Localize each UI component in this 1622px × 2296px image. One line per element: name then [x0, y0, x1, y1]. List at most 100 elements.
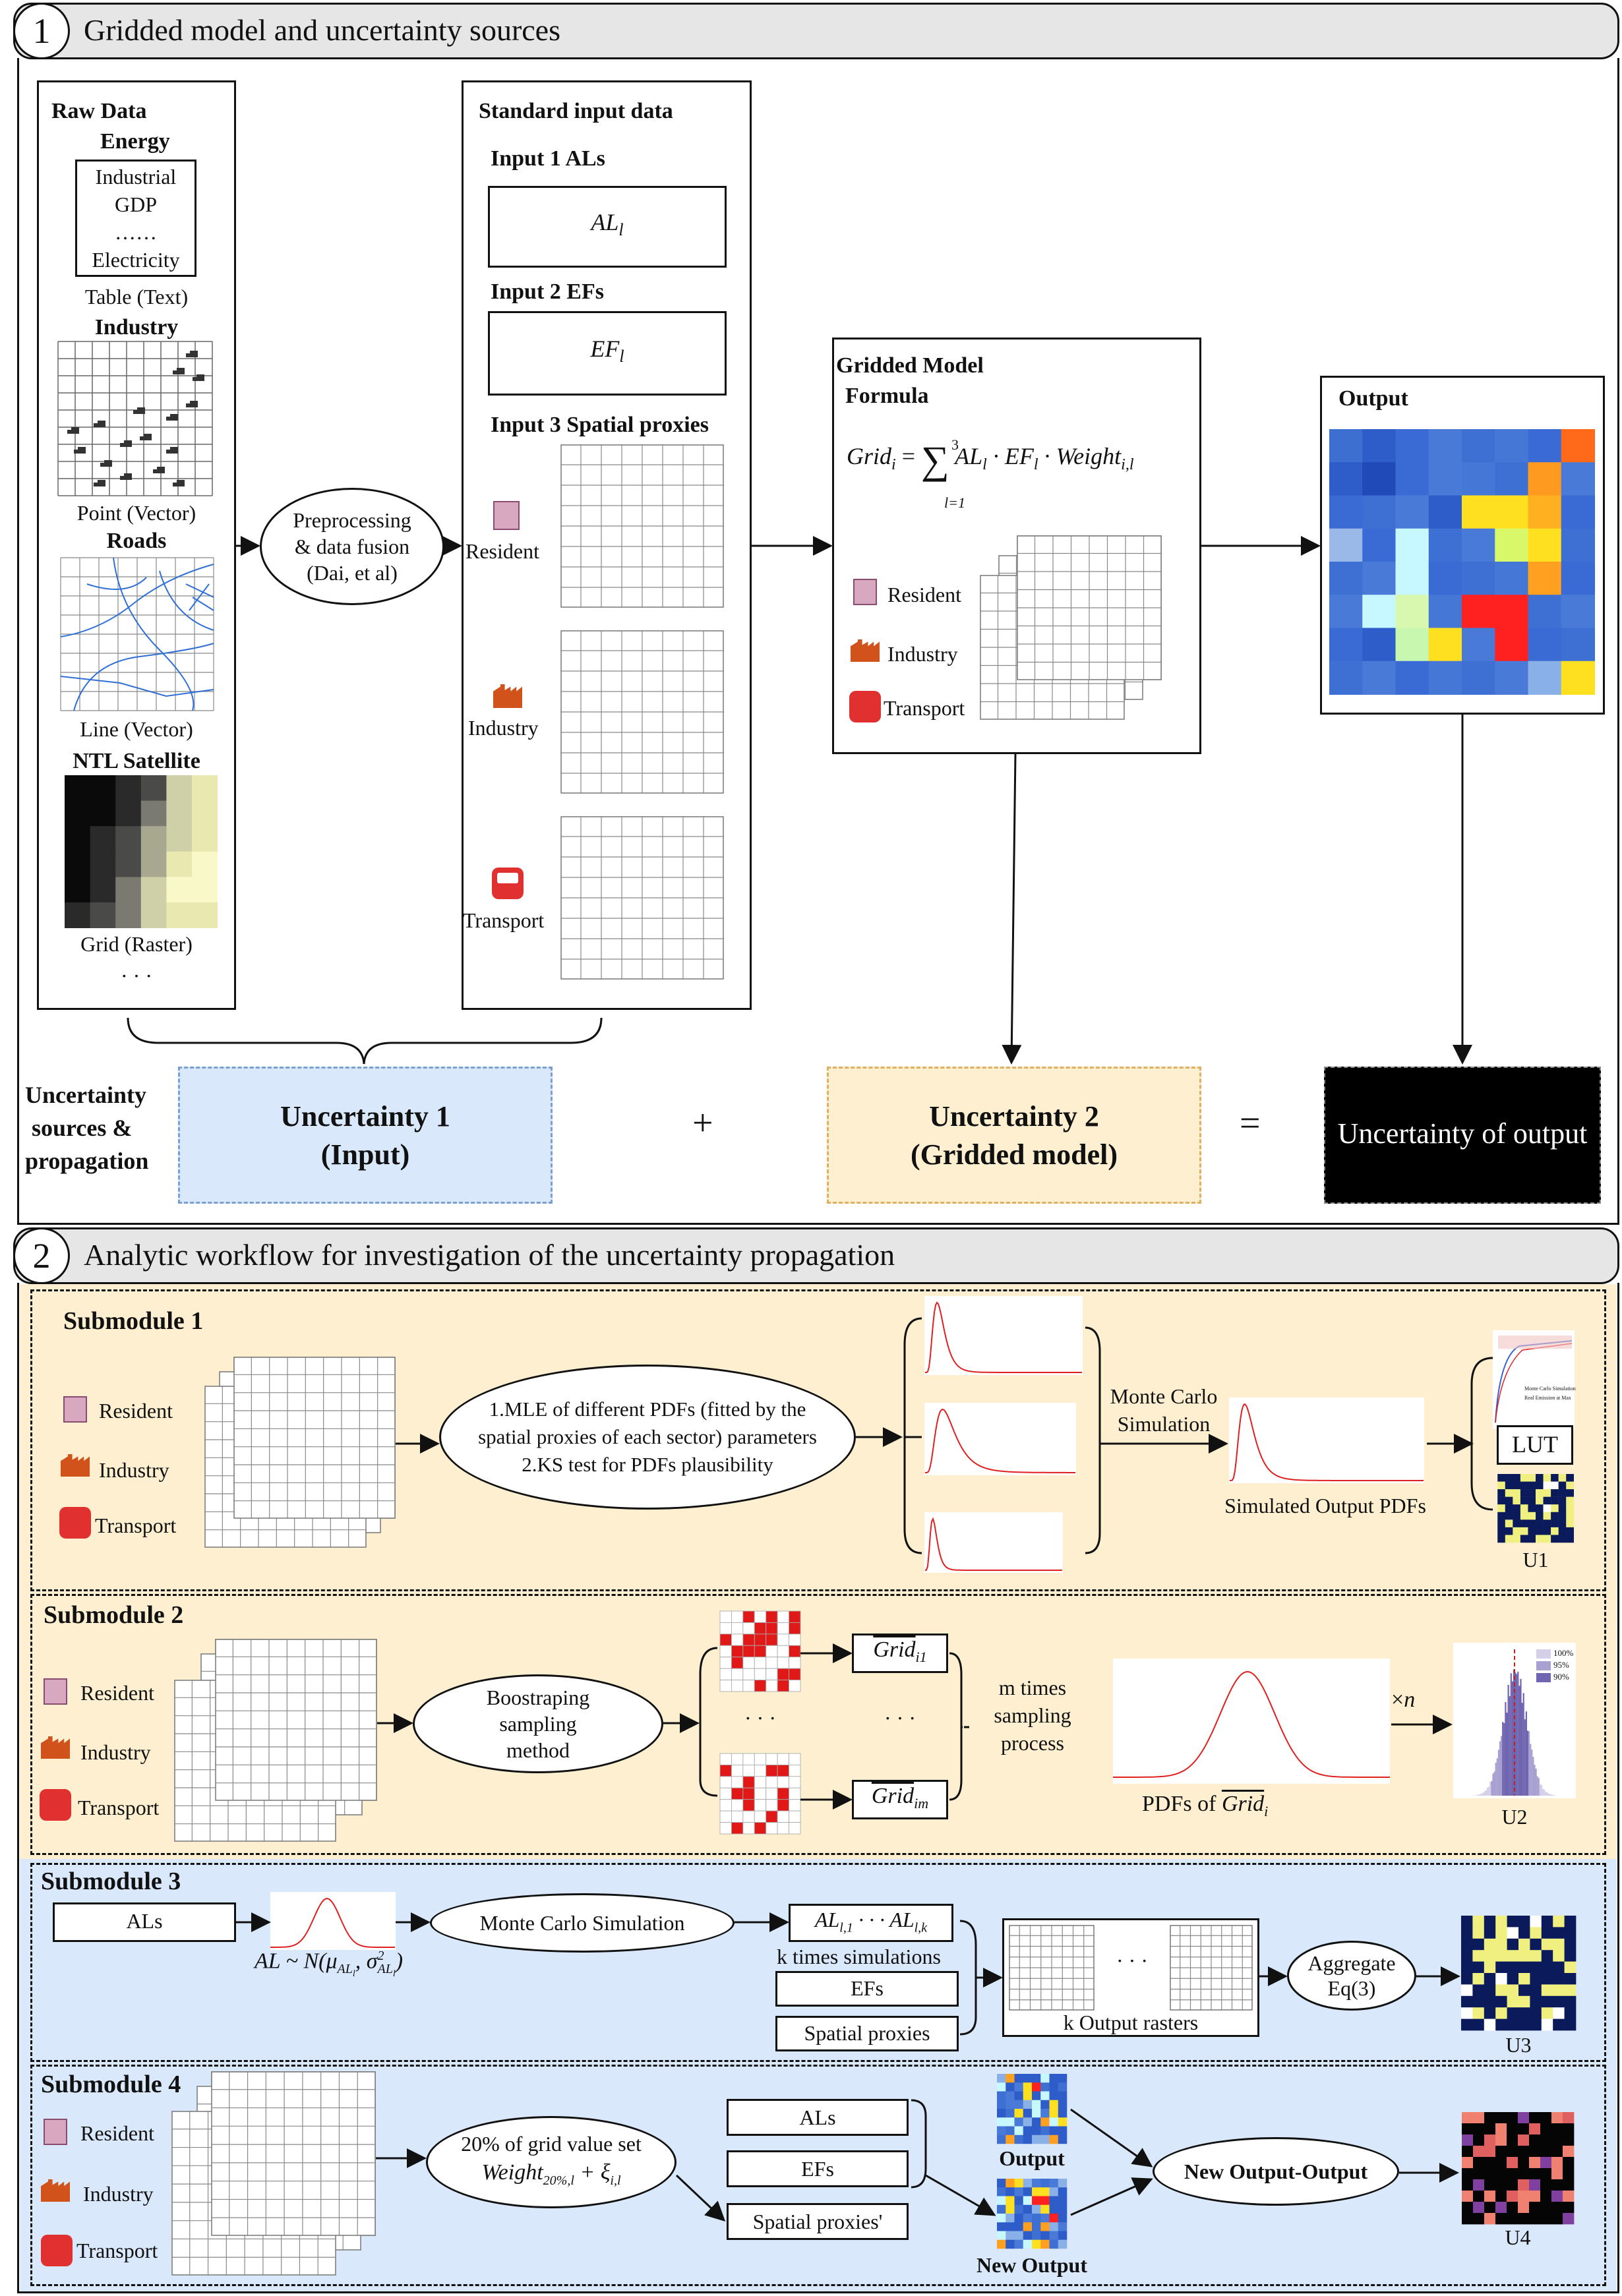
- model-resident-label: Resident: [887, 583, 961, 606]
- input2-box: [488, 311, 727, 396]
- sub1-pdf-1: [924, 1296, 1083, 1375]
- uncertainty2-box: [827, 1067, 1201, 1204]
- input1-box: [488, 186, 727, 268]
- sub1-resident-label: Resident: [99, 1399, 173, 1423]
- model-title: Gridded Model: [836, 353, 984, 378]
- ntl-satellite-raster: [65, 775, 218, 928]
- sub4-als-box: [727, 2099, 909, 2136]
- sub3-al-seq: ALl,1 · · · ALl,k: [814, 1908, 928, 1935]
- sub3-aggregate-ellipse: Aggregate Eq(3): [1287, 1941, 1416, 2011]
- industry-label: Industry: [94, 315, 179, 339]
- model-formula-label: Formula: [845, 384, 929, 408]
- sub2-times-var: n: [1404, 1688, 1416, 1712]
- preprocessing-line1: Preprocessing: [293, 508, 411, 532]
- grid-caption: Grid (Raster): [80, 932, 193, 956]
- sub2-u2-histogram: [1453, 1643, 1576, 1798]
- sub1-method-ellipse: 1.MLE of different PDFs (fitted by the s…: [439, 1365, 856, 1510]
- sub1-simulated-pdf: [1229, 1398, 1424, 1483]
- sub1-cdf-plot: [1493, 1330, 1575, 1429]
- uncertainty-output-label: Uncertainty of output: [1337, 1117, 1588, 1150]
- sub1-method-line3: 2.KS test for PDFs plausibility: [522, 1453, 773, 1476]
- sub3-proxies-box: [775, 2016, 959, 2051]
- model-transport-icon: [849, 691, 881, 722]
- sub3-aggregate-line2: Eq(3): [1327, 1976, 1376, 2000]
- sub2-transport-label: Transport: [78, 1796, 160, 1819]
- sub2-grid1-text: Grid: [873, 1637, 916, 1662]
- preprocessing-line2: & data fusion: [294, 535, 410, 558]
- sub1-pdf-2: [924, 1403, 1076, 1475]
- uncertainty-label-3: propagation: [25, 1148, 149, 1174]
- line-caption: Line (Vector): [80, 717, 193, 741]
- submodule2-frame: [30, 1594, 1606, 1855]
- standard-industry-label: Industry: [468, 716, 539, 740]
- energy-item-ellipsis: ……: [115, 220, 157, 244]
- submodule1-frame: [30, 1289, 1606, 1591]
- uncertainty1-line2: (Input): [320, 1138, 410, 1171]
- sub2-resident-icon: [44, 1678, 67, 1705]
- model-transport-label: Transport: [884, 696, 965, 720]
- sub2-msampling-line2: sampling: [994, 1703, 1071, 1727]
- input1-label: Input 1 ALs: [491, 146, 605, 171]
- energy-item-industrial: Industrial: [95, 165, 177, 189]
- sub3-aggregate-line1: Aggregate: [1307, 1951, 1396, 1975]
- sub1-lut-label: LUT: [1512, 1431, 1558, 1457]
- transport-proxy-grid: [560, 816, 724, 980]
- sub3-efs-box: [775, 1971, 959, 2007]
- table-caption: Table (Text): [84, 285, 189, 309]
- preprocessing-line3: (Dai, et al): [307, 561, 398, 585]
- sub2-gridm-label: Gridim: [852, 1784, 948, 1812]
- sub1-mc-line2: Simulation: [1117, 1412, 1211, 1436]
- uncertainty-label-2: sources &: [32, 1115, 133, 1141]
- roads-line-map: [60, 557, 214, 711]
- energy-table-box: [75, 160, 196, 277]
- sub3-mc-ellipse: Monte Carlo Simulation: [430, 1893, 735, 1953]
- sub2-legend-100: 100%: [1553, 1648, 1574, 1658]
- sub4-transport-label: Transport: [76, 2239, 158, 2262]
- model-grid-top: [1017, 535, 1162, 680]
- sub4-proxies-label: Spatial proxies': [752, 2210, 883, 2233]
- section2-title: Analytic workflow for investigation of t…: [84, 1238, 895, 1272]
- uncertainty2-line1: Uncertainty 2: [929, 1100, 1099, 1133]
- sub4-method-text: 20% of grid value set: [461, 2132, 642, 2156]
- energy-item-gdp: GDP: [114, 192, 157, 216]
- sub4-efs-box: [727, 2150, 909, 2187]
- submodule1-title: Submodule 1: [63, 1307, 204, 1335]
- sub1-industry-label: Industry: [99, 1458, 169, 1482]
- sub2-gridm-text: Grid: [871, 1784, 915, 1808]
- model-sum-upper: 3: [951, 436, 959, 453]
- uncertainty-label-1: Uncertainty: [25, 1082, 146, 1108]
- input2-var: EF: [590, 336, 620, 362]
- point-caption: Point (Vector): [76, 501, 196, 525]
- uncertainty1-line1: Uncertainty 1: [280, 1100, 450, 1133]
- sub1-simulated-label: Simulated Output PDFs: [1224, 1494, 1426, 1517]
- raw-data-title: Raw Data: [51, 99, 147, 123]
- model-industry-label: Industry: [887, 642, 958, 666]
- equals-sign: =: [1240, 1103, 1261, 1144]
- sub2-grid-top: [215, 1639, 377, 1801]
- submodule3-frame: [30, 1863, 1606, 2062]
- sub2-dots-left: · · ·: [744, 1706, 776, 1730]
- sub1-resident-icon: [63, 1396, 87, 1423]
- sub2-msampling-line1: m times: [998, 1676, 1067, 1699]
- sub3-krasters-label: k Output rasters: [1063, 2011, 1199, 2034]
- sub4-efs-label: EFs: [801, 2157, 834, 2181]
- sub3-raster-dots: · · ·: [1116, 1949, 1148, 1972]
- uncertainty-output-box: [1324, 1067, 1601, 1204]
- output-title: Output: [1338, 386, 1408, 411]
- section1-frame: [17, 58, 1619, 1225]
- sub4-new-output-map: [997, 2179, 1067, 2249]
- sub3-proxies-label: Spatial proxies: [804, 2021, 930, 2045]
- sub2-pdfs-text: PDFs of: [1142, 1792, 1216, 1816]
- sub2-grid1-label: Gridi1: [852, 1637, 948, 1666]
- resident-icon: [493, 501, 520, 530]
- uncertainty2-line2: (Gridded model): [910, 1138, 1118, 1171]
- sub4-new-output-label: New Output: [976, 2253, 1087, 2277]
- sub3-mc-label: Monte Carlo Simulation: [479, 1910, 685, 1935]
- transport-icon-window: [497, 873, 518, 883]
- section2-frame: [17, 1283, 1619, 2293]
- submodule4-title: Submodule 4: [41, 2071, 181, 2098]
